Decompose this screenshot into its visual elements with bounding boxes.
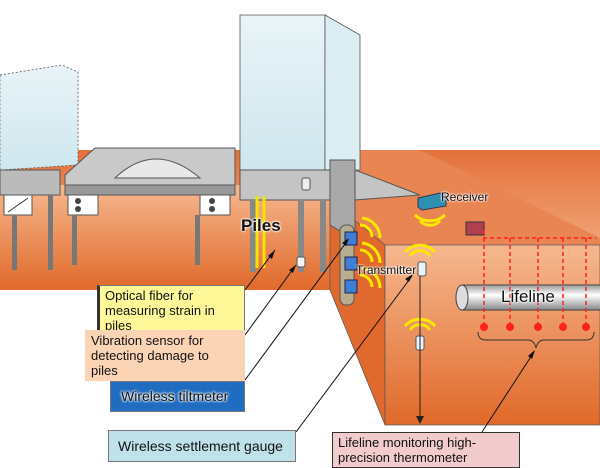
walkway (64, 147, 236, 265)
optical-fiber-lines (255, 196, 266, 268)
arrowheads (268, 238, 535, 359)
left-building (0, 64, 79, 270)
optical-fiber-caption: Optical fiber for measuring strain in pi… (97, 285, 245, 336)
tiltmeter-sensors (339, 224, 358, 306)
thermometer-points (480, 323, 590, 331)
tiltmeter-caption: Wireless tiltmeter (110, 381, 245, 412)
brace (477, 331, 595, 349)
thermometer-caption: Lifeline monitoring high-precision therm… (332, 432, 520, 468)
lifeline-label: Lifeline (501, 287, 555, 306)
receiver-device (417, 192, 447, 211)
transmitter-device (417, 261, 427, 277)
thermometer-array (483, 230, 596, 327)
vibration-sensor-caption: Vibration sensor for detecting damage to… (85, 330, 245, 381)
thermometer-logger (465, 221, 485, 236)
settlement-gauge-caption: Wireless settlement gauge (108, 430, 296, 462)
lifeline-pipe (455, 284, 600, 311)
leader-lines (244, 239, 535, 433)
tall-building (239, 14, 421, 272)
transmitter-label: Transmitter (356, 263, 417, 277)
receiver-label: Receiver (441, 190, 489, 204)
wireless-signal-icon (359, 213, 447, 331)
piles-label: Piles (241, 216, 281, 235)
vibration-sensor (296, 256, 306, 268)
